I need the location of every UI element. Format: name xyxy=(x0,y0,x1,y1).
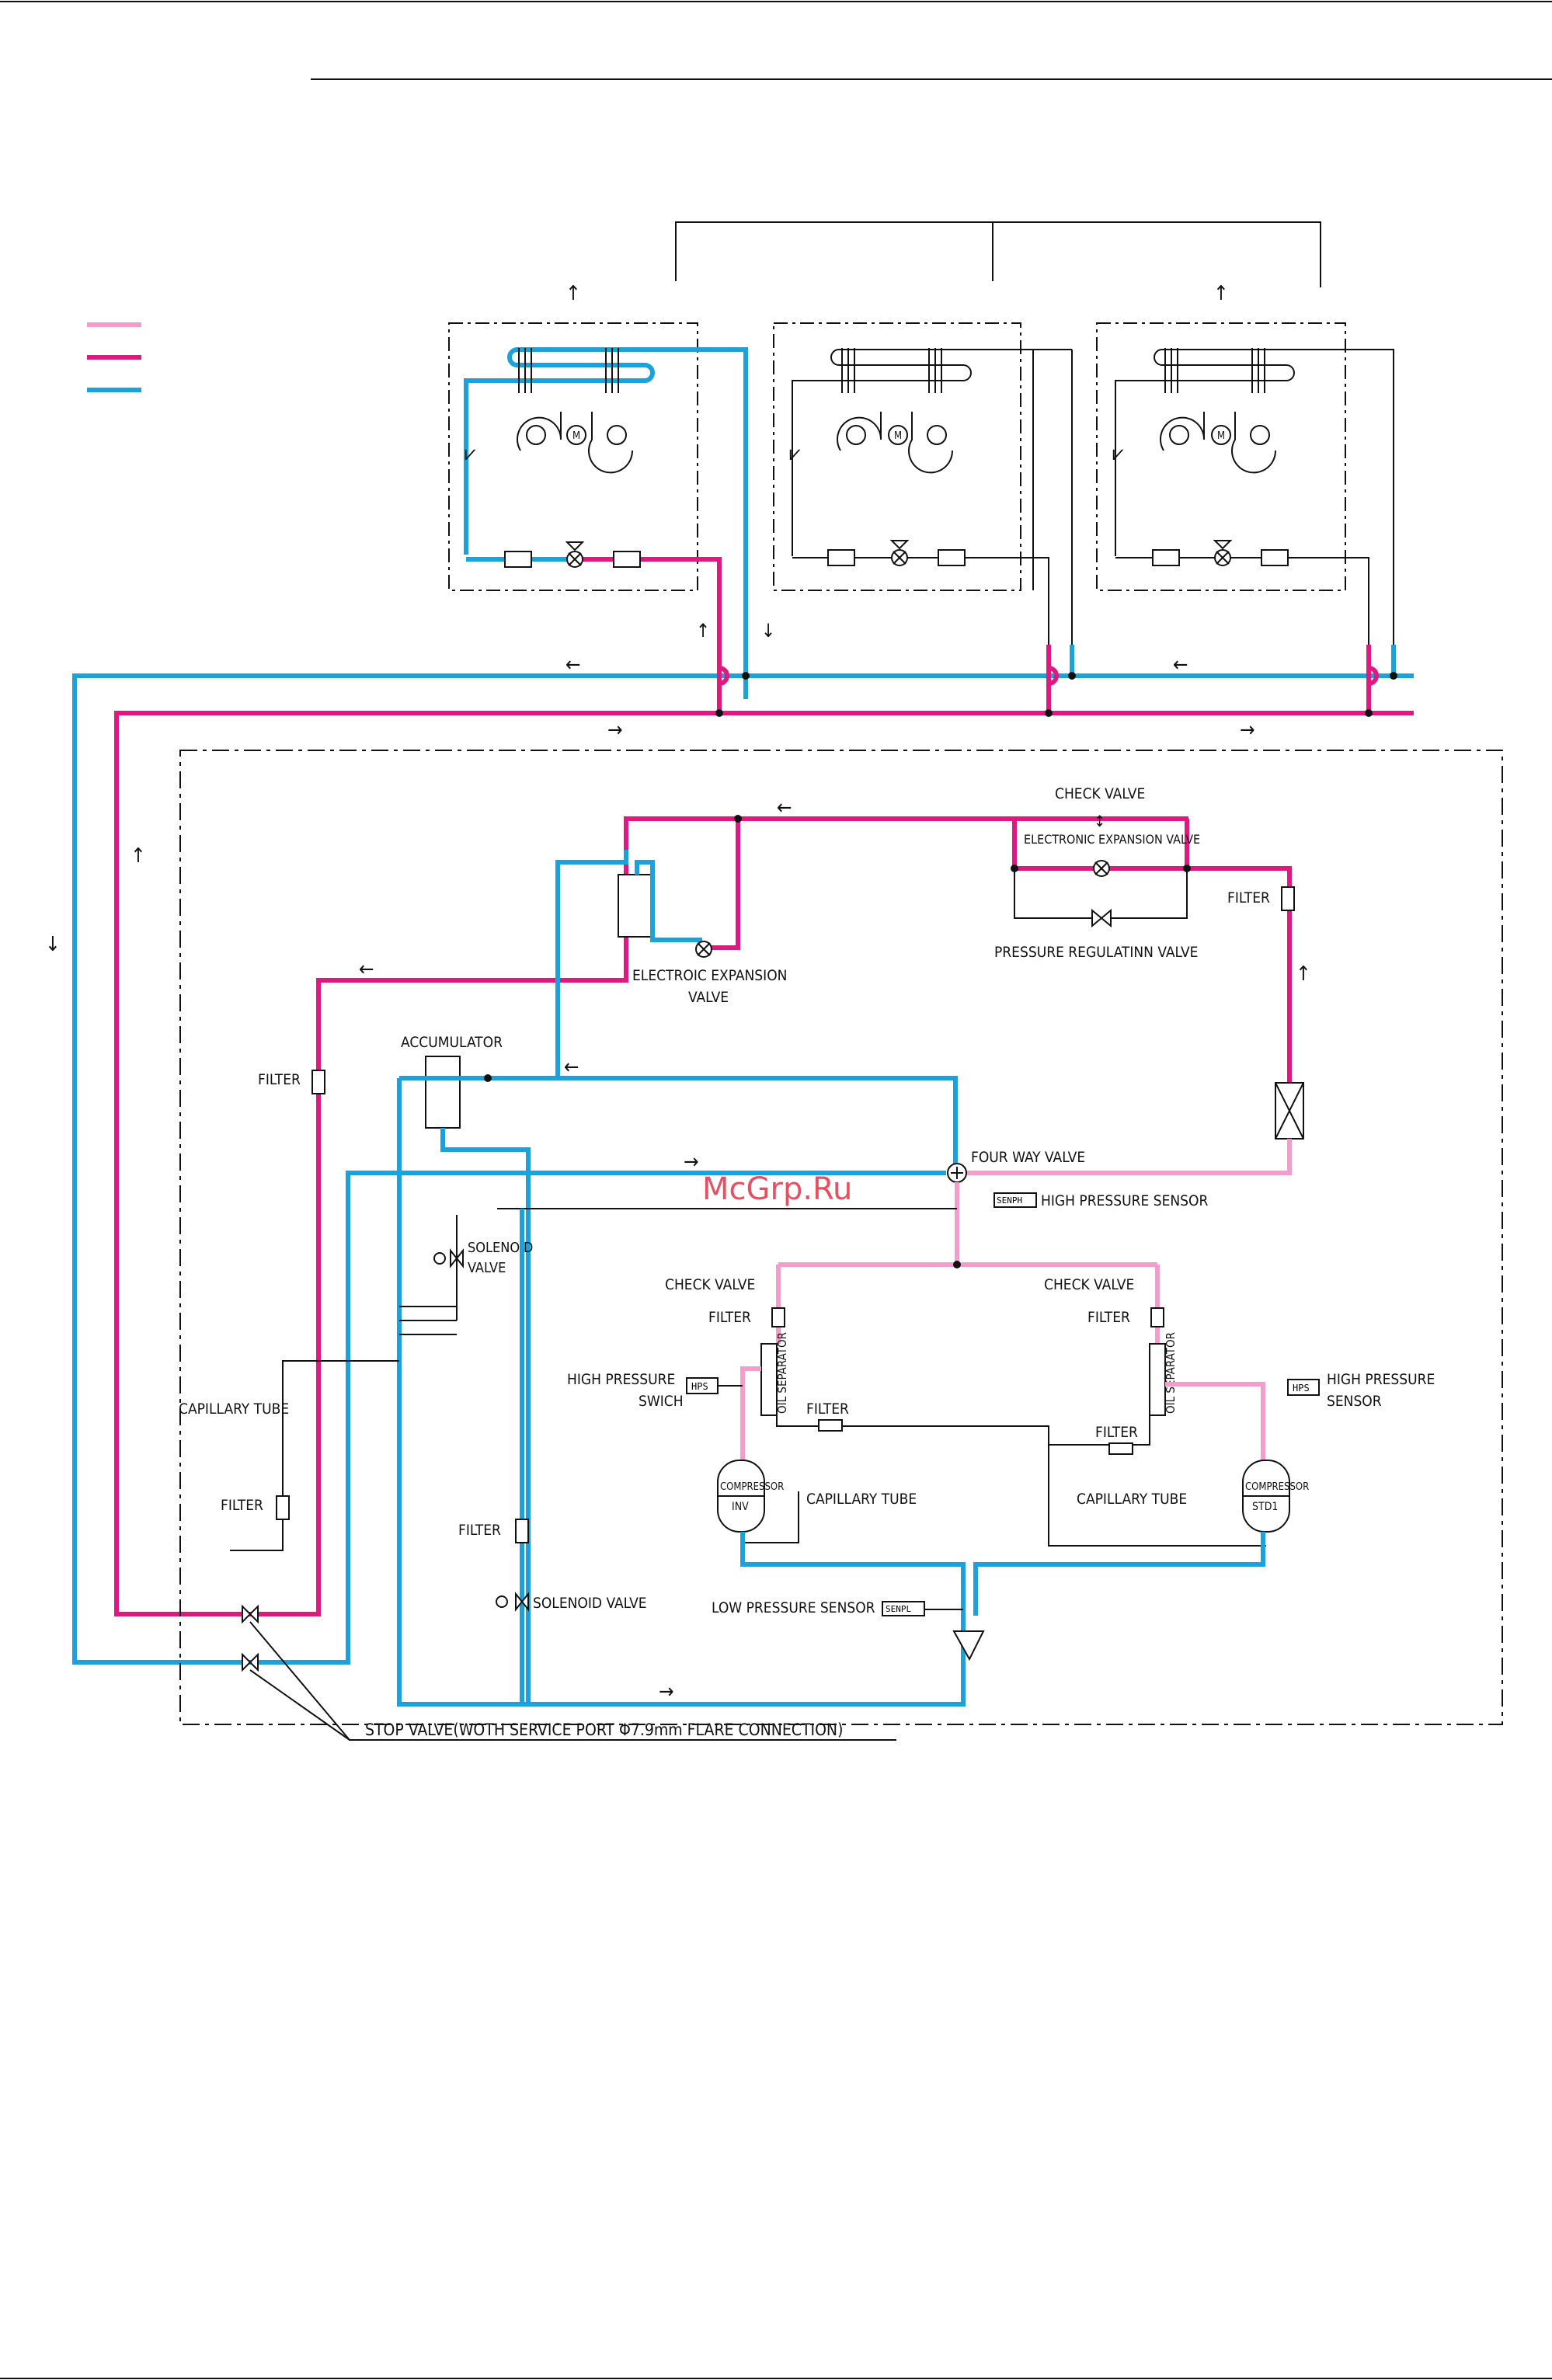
oil-separator-inv-icon xyxy=(760,1343,778,1416)
indoor-unit-3: ↑ M ⩗ xyxy=(1096,282,1396,699)
svg-text:FILTER: FILTER xyxy=(458,1522,501,1539)
svg-text:→: → xyxy=(1240,719,1255,742)
svg-text:←: ← xyxy=(777,796,792,819)
subcooler-icon xyxy=(618,874,653,938)
svg-text:VALVE: VALVE xyxy=(468,1260,506,1276)
svg-text:OIL SEPARATOR: OIL SEPARATOR xyxy=(775,1332,789,1414)
svg-text:ELECTROIC EXPANSION: ELECTROIC EXPANSION xyxy=(632,967,787,984)
filter-right-icon xyxy=(1281,886,1295,911)
svg-text:↕: ↕ xyxy=(1094,812,1105,830)
unit-2-motor-icon: M xyxy=(894,430,902,442)
svg-text:FILTER: FILTER xyxy=(1087,1309,1130,1326)
pipe-crossings xyxy=(717,665,1379,713)
outdoor-unit-boundary xyxy=(179,750,1503,1725)
svg-text:LOW PRESSURE SENSOR: LOW PRESSURE SENSOR xyxy=(712,1599,875,1616)
outdoor-liquid-path xyxy=(707,819,1292,1103)
svg-text:VALVE: VALVE xyxy=(688,989,729,1006)
indoor-unit-1: ↑ M ⩗ ↑ ↓ xyxy=(448,282,775,699)
svg-text:↓: ↓ xyxy=(761,620,775,642)
svg-text:SENPH: SENPH xyxy=(997,1195,1022,1206)
svg-text:SOLENOID VALVE: SOLENOID VALVE xyxy=(533,1595,647,1612)
svg-text:STD1: STD1 xyxy=(1252,1501,1278,1513)
control-wiring xyxy=(675,221,1321,287)
unit-1-motor-icon: M xyxy=(572,430,580,442)
solenoid-valve-top-icon xyxy=(450,1248,464,1268)
indoor-unit-2: M ⩗ xyxy=(773,322,1074,699)
svg-text:OIL SEPARATOR: OIL SEPARATOR xyxy=(1164,1332,1178,1414)
stop-valve-liquid-icon xyxy=(242,1604,259,1624)
svg-text:←: ← xyxy=(1173,653,1188,677)
filter-left-icon xyxy=(311,1070,325,1094)
watermark: McGrp.Ru xyxy=(702,1171,852,1207)
filter-bottom-icon xyxy=(515,1519,529,1543)
main-liquid-line xyxy=(114,711,1414,1616)
svg-text:HIGH PRESSURE: HIGH PRESSURE xyxy=(567,1371,675,1388)
svg-text:←: ← xyxy=(565,653,581,677)
svg-text:COMPRESSOR: COMPRESSOR xyxy=(720,1481,784,1493)
unit-1-filter-icon xyxy=(504,551,532,568)
svg-text:→: → xyxy=(684,1150,699,1174)
svg-text:FILTER: FILTER xyxy=(1227,889,1270,906)
svg-text:CAPILLARY TUBE: CAPILLARY TUBE xyxy=(806,1491,917,1508)
svg-text:FILTER: FILTER xyxy=(806,1401,849,1418)
svg-text:⩗: ⩗ xyxy=(1112,442,1124,465)
unit-1-fan xyxy=(517,412,634,474)
svg-text:SOLENOID: SOLENOID xyxy=(468,1240,533,1256)
svg-text:↑: ↑ xyxy=(130,844,146,868)
svg-text:↑: ↑ xyxy=(1296,962,1311,986)
accumulator-icon xyxy=(425,1056,461,1129)
svg-text:↑: ↑ xyxy=(696,620,710,642)
legend xyxy=(87,322,141,392)
svg-text:SENPL: SENPL xyxy=(886,1604,911,1614)
unit-3-filter-icon xyxy=(1152,549,1180,566)
svg-text:HIGH PRESSURE: HIGH PRESSURE xyxy=(1327,1371,1435,1388)
svg-text:SWICH: SWICH xyxy=(639,1393,684,1410)
svg-text:CHECK VALVE: CHECK VALVE xyxy=(1044,1276,1134,1293)
hps-right-box xyxy=(1287,1379,1320,1396)
svg-text:FILTER: FILTER xyxy=(258,1071,301,1088)
senph-box xyxy=(993,1192,1037,1208)
svg-text:FILTER: FILTER xyxy=(221,1497,263,1514)
main-suction-line xyxy=(72,673,1414,1665)
svg-text:←: ← xyxy=(564,1056,579,1079)
svg-text:CAPILLARY TUBE: CAPILLARY TUBE xyxy=(179,1401,289,1418)
unit-1-filter2-icon xyxy=(613,551,641,568)
svg-text:↓: ↓ xyxy=(45,933,61,956)
unit-1-airflow-arrow: ↑ xyxy=(565,282,581,305)
svg-text:HPS: HPS xyxy=(691,1381,708,1392)
solenoid-valve-bottom-icon xyxy=(515,1592,529,1612)
svg-text:HPS: HPS xyxy=(1293,1383,1310,1394)
svg-text:INV: INV xyxy=(732,1501,749,1513)
svg-text:CHECK VALVE: CHECK VALVE xyxy=(665,1276,755,1293)
pressure-regulating-valve-icon xyxy=(1091,908,1112,928)
unit-3-motor-icon: M xyxy=(1217,430,1225,442)
svg-text:⩗: ⩗ xyxy=(465,442,476,465)
svg-text:SENSOR: SENSOR xyxy=(1327,1393,1382,1410)
svg-text:PRESSURE REGULATINN VALVE: PRESSURE REGULATINN VALVE xyxy=(994,944,1198,961)
svg-text:ACCUMULATOR: ACCUMULATOR xyxy=(401,1034,503,1051)
svg-text:→: → xyxy=(659,1680,674,1703)
oil-separator-std-icon xyxy=(1149,1343,1166,1416)
svg-text:FILTER: FILTER xyxy=(708,1309,751,1326)
svg-text:ELECTRONIC EXPANSION VALVE: ELECTRONIC EXPANSION VALVE xyxy=(1024,832,1200,847)
svg-text:FOUR WAY VALVE: FOUR WAY VALVE xyxy=(971,1149,1085,1166)
svg-text:⩗: ⩗ xyxy=(789,442,801,465)
svg-text:→: → xyxy=(607,719,623,742)
svg-text:STOP VALVE(WOTH SERVICE PORT: STOP VALVE(WOTH SERVICE PORT Φ7.9mm FLAR… xyxy=(365,1721,843,1739)
unit-2-filter-icon xyxy=(827,549,855,566)
svg-text:CHECK VALVE: CHECK VALVE xyxy=(1055,785,1145,802)
unit-1-coil xyxy=(464,347,655,555)
low-pressure-accumulator-icon xyxy=(952,1630,985,1661)
svg-text:FILTER: FILTER xyxy=(1095,1424,1138,1441)
svg-text:COMPRESSOR: COMPRESSOR xyxy=(1245,1481,1309,1493)
stop-valve-gas-icon xyxy=(242,1652,259,1672)
svg-text:HIGH PRESSURE SENSOR: HIGH PRESSURE SENSOR xyxy=(1041,1192,1208,1209)
svg-text:↑: ↑ xyxy=(1213,282,1229,305)
svg-text:CAPILLARY TUBE: CAPILLARY TUBE xyxy=(1077,1491,1187,1508)
svg-text:←: ← xyxy=(359,958,374,981)
